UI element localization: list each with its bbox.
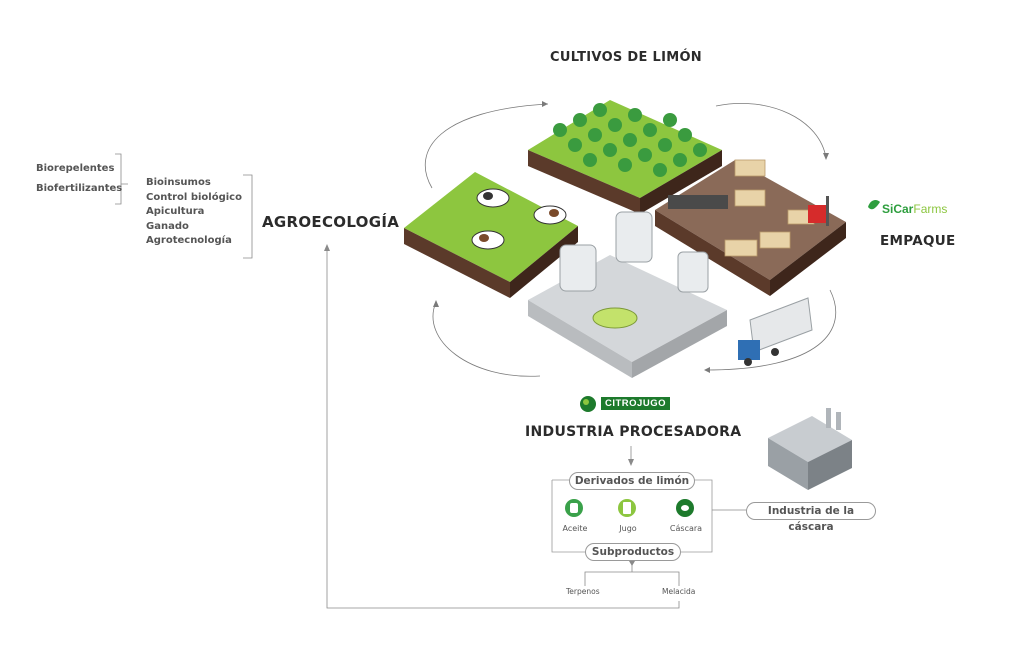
subproducto-terpenos: Terpenos xyxy=(566,587,600,596)
industria-title: INDUSTRIA PROCESADORA xyxy=(525,424,742,440)
truck-icon xyxy=(738,297,813,366)
lemon-field-tile xyxy=(528,100,722,214)
list-item: Biofertilizantes xyxy=(36,182,123,194)
packing-tile xyxy=(655,159,846,296)
subproducto-melacida: Melacida xyxy=(662,587,696,596)
citrojugo-mark-icon xyxy=(580,396,596,412)
juice-icon xyxy=(618,499,636,517)
left-list-b: Bioinsumos Control biológico Apicultura … xyxy=(146,176,242,249)
derivados-pill: Derivados de limón xyxy=(569,472,695,490)
list-item: Biorepelentes xyxy=(36,163,115,174)
peel-icon xyxy=(676,499,694,517)
list-item: Control biológico xyxy=(146,191,242,203)
citrojugo-logo: CITROJUGO xyxy=(601,397,670,410)
processing-plant-tile xyxy=(528,211,727,378)
derivado-label-jugo: Jugo xyxy=(619,524,637,533)
sicar-logo-part1: SiCar xyxy=(882,202,914,216)
list-item: Apicultura xyxy=(146,206,205,217)
peel-industry-building xyxy=(768,408,852,490)
agroecologia-title: AGROECOLOGÍA xyxy=(262,213,400,231)
pasture-tile xyxy=(404,172,578,298)
oil-icon xyxy=(565,499,583,517)
derivado-label-cascara: Cáscara xyxy=(669,524,703,533)
derivado-label-aceite: Aceite xyxy=(562,524,588,533)
subproductos-pill: Subproductos xyxy=(585,543,681,561)
empaque-title: EMPAQUE xyxy=(880,233,956,249)
cow-icon xyxy=(471,188,567,250)
cultivos-title: CULTIVOS DE LIMÓN xyxy=(550,50,702,65)
left-list-a: Biorepelentes Biofertilizantes xyxy=(36,162,122,196)
list-item: Bioinsumos xyxy=(146,177,211,188)
industria-cascara-pill: Industria de la cáscara xyxy=(746,502,876,533)
sicar-logo-part2: Farms xyxy=(913,202,948,216)
sicar-leaf-icon xyxy=(868,199,880,210)
forklift-icon xyxy=(808,196,829,226)
list-item: Ganado xyxy=(146,220,189,232)
list-item: Agrotecnología xyxy=(146,235,232,246)
sicar-logo: SiCarFarms xyxy=(882,202,947,216)
